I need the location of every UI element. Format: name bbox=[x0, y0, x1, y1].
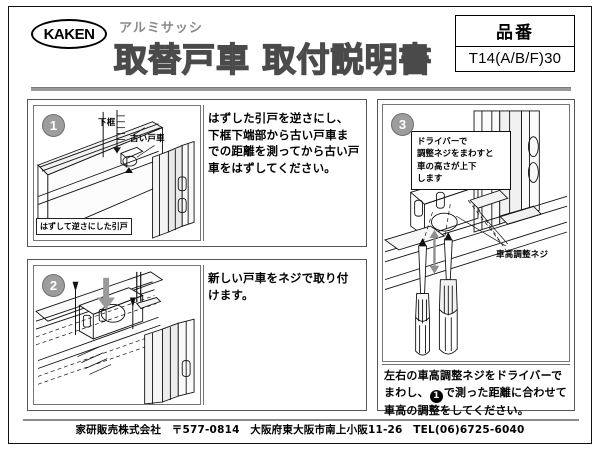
kaken-logo: KAKEN bbox=[31, 19, 107, 49]
part-number-value: T14(A/B/F)30 bbox=[468, 50, 562, 67]
label-removed-sliding-door: はずして逆さにした引戸 bbox=[36, 218, 132, 235]
panel-3-divider bbox=[382, 364, 570, 365]
header-divider bbox=[31, 87, 571, 91]
step-3-figure: ドライバーで 調整ネジをまわすと 車の高さが上下 します 車高調整ネジ 3 bbox=[382, 104, 570, 362]
step-3-inline-badge: 1 bbox=[429, 389, 443, 403]
step-1-figure: 下框 古い戸車 はずして逆さにした引戸 1 bbox=[33, 105, 201, 241]
document-header: KAKEN アルミサッシ 取替戸車 取付説明書 品番 T14(A/B/F)30 bbox=[9, 7, 591, 85]
label-lower-rail: 下框 bbox=[98, 118, 116, 128]
step-2-text: 新しい戸車をネジで取り付けます。 bbox=[208, 271, 349, 302]
step-3-text-prefix: 左右の車高調整ネジをドライバーでまわし、 bbox=[384, 369, 563, 399]
step-3-badge: 3 bbox=[391, 113, 414, 136]
panel-2-divider bbox=[203, 265, 204, 405]
step-1-text: はずした引戸を逆さにし、下框下端部から古い戸車までの距離を測ってから古い戸車をは… bbox=[208, 111, 360, 176]
part-number-box: 品番 T14(A/B/F)30 bbox=[455, 15, 575, 72]
footer-divider bbox=[23, 419, 579, 421]
label-old-roller: 古い戸車 bbox=[130, 134, 165, 144]
step-3-text-suffix: で測った距離に合わせて車高の調整をしてください。 bbox=[384, 385, 568, 417]
part-number-label: 品番 bbox=[456, 16, 574, 47]
step-2-drawing bbox=[35, 271, 195, 404]
logo-text: KAKEN bbox=[43, 25, 95, 43]
instruction-sheet: KAKEN アルミサッシ 取替戸車 取付説明書 品番 T14(A/B/F)30 bbox=[8, 6, 592, 444]
step-1-drawing bbox=[37, 109, 195, 239]
step-2-badge: 2 bbox=[42, 274, 65, 297]
step-3-callout: ドライバーで 調整ネジをまわすと 車の高さが上下 します bbox=[411, 131, 511, 191]
company-footer: 家研販売株式会社 〒577-0814 大阪府東大阪市南上小阪11-26 TEL(… bbox=[75, 424, 525, 436]
page-title: 取替戸車 取付説明書 bbox=[113, 39, 433, 79]
label-height-adjust-screw: 車高調整ネジ bbox=[496, 250, 549, 260]
step-1-badge: 1 bbox=[42, 114, 65, 137]
step-2-panel: 2 新しい戸車をネジで取り付けます。 bbox=[27, 259, 367, 411]
step-3-panel: ドライバーで 調整ネジをまわすと 車の高さが上下 します 車高調整ネジ 3 左右… bbox=[377, 99, 575, 417]
panel-1-divider bbox=[203, 105, 204, 241]
step-1-panel: 下框 古い戸車 はずして逆さにした引戸 1 はずした引戸を逆さにし、下框下端部か… bbox=[27, 99, 367, 247]
step-2-figure: 2 bbox=[33, 265, 201, 405]
kana-subtitle: アルミサッシ bbox=[119, 20, 203, 35]
